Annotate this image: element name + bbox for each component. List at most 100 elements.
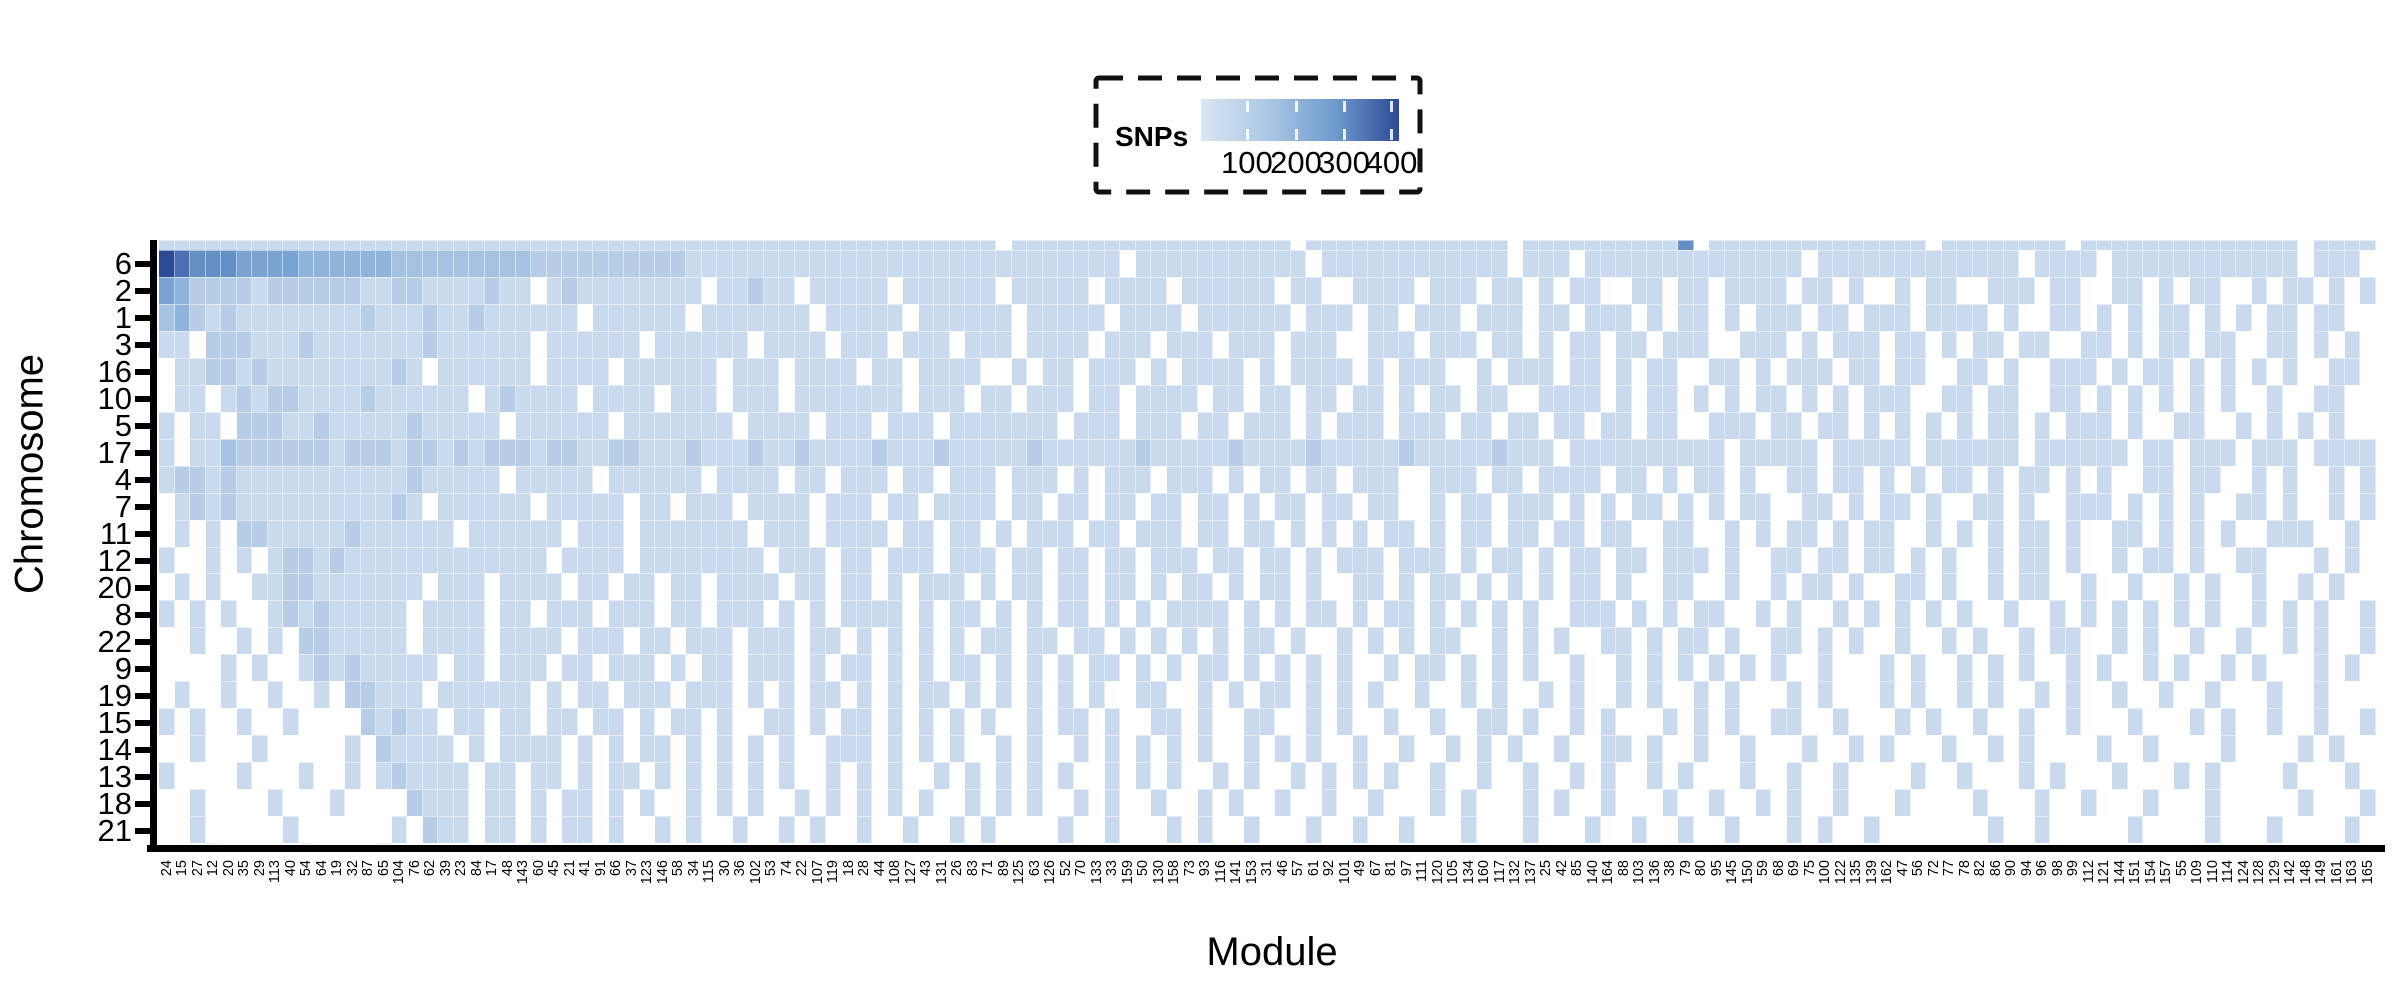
x-tick-label: 65 <box>375 860 392 877</box>
heatmap-cell <box>887 789 904 817</box>
heatmap-cell <box>1383 411 1400 439</box>
x-tick-label: 110 <box>2204 860 2221 884</box>
heatmap-cell <box>1569 762 1586 790</box>
heatmap-cell <box>996 708 1012 736</box>
heatmap-cell <box>701 816 718 843</box>
heatmap-cell <box>949 546 966 574</box>
heatmap-cell <box>376 240 392 250</box>
x-tick-label: 61 <box>1305 860 1322 877</box>
heatmap-cell <box>2158 762 2175 790</box>
heatmap-cell <box>2267 465 2283 493</box>
heatmap-cell <box>779 816 795 843</box>
heatmap-cell <box>1988 735 2004 763</box>
heatmap-cell <box>159 330 175 358</box>
heatmap-cell <box>2205 276 2221 304</box>
heatmap-cell <box>717 250 733 277</box>
heatmap-cell <box>655 600 671 628</box>
heatmap-cell <box>267 789 284 817</box>
heatmap-cell <box>624 492 640 520</box>
heatmap-cell <box>2158 438 2175 466</box>
heatmap-cell <box>1895 465 1911 493</box>
heatmap-cell <box>996 681 1012 709</box>
heatmap-cell <box>345 492 361 520</box>
legend-tick-label: 300 <box>1318 145 1370 180</box>
heatmap-cell <box>577 789 594 817</box>
heatmap-cell <box>1430 627 1446 655</box>
heatmap-cell <box>1709 654 1725 682</box>
heatmap-cell <box>608 276 625 304</box>
heatmap-cell <box>841 357 857 385</box>
heatmap-cell <box>314 654 330 682</box>
heatmap-cell <box>562 303 578 331</box>
heatmap-cell <box>1662 492 1679 520</box>
heatmap-cell <box>934 240 950 250</box>
heatmap-cell <box>1445 438 1462 466</box>
heatmap-cell <box>2050 492 2066 520</box>
heatmap-cell <box>314 708 330 736</box>
heatmap-cell <box>1569 627 1586 655</box>
y-tick-label: 17 <box>97 435 132 470</box>
heatmap-cell <box>515 816 532 843</box>
heatmap-cell <box>1414 330 1431 358</box>
heatmap-cell <box>841 627 857 655</box>
heatmap-cell <box>825 240 842 250</box>
heatmap-cell <box>159 816 175 843</box>
heatmap-cell <box>2003 357 2020 385</box>
heatmap-cell <box>1864 735 1880 763</box>
heatmap-cell <box>2050 627 2066 655</box>
heatmap-cell <box>1089 654 1105 682</box>
heatmap-cell <box>763 708 780 736</box>
heatmap-cell <box>1833 411 1849 439</box>
heatmap-cell <box>2065 330 2082 358</box>
heatmap-cell <box>159 654 175 682</box>
heatmap-cell <box>298 492 315 520</box>
heatmap-cell <box>2251 492 2268 520</box>
heatmap-cell <box>1383 465 1400 493</box>
heatmap-cell <box>2158 573 2175 601</box>
heatmap-cell <box>2127 438 2144 466</box>
heatmap-cell <box>1182 250 1198 277</box>
heatmap-cell <box>1864 303 1880 331</box>
heatmap-cell <box>2127 708 2144 736</box>
heatmap-cell <box>221 303 237 331</box>
x-tick-label: 60 <box>530 860 547 877</box>
heatmap-cell <box>763 492 780 520</box>
heatmap-cell <box>1926 492 1942 520</box>
heatmap-cell <box>980 519 997 547</box>
heatmap-cell <box>1538 250 1555 277</box>
heatmap-cell <box>1972 735 1989 763</box>
heatmap-cell <box>2096 303 2113 331</box>
heatmap-cell <box>1182 654 1198 682</box>
heatmap-cell <box>2096 816 2113 843</box>
heatmap-cell <box>949 276 966 304</box>
heatmap-cell <box>1414 789 1431 817</box>
heatmap-cell <box>283 276 299 304</box>
heatmap-cell <box>453 303 470 331</box>
heatmap-cell <box>2298 735 2314 763</box>
heatmap-cell <box>1011 816 1028 843</box>
heatmap-cell <box>1507 573 1524 601</box>
heatmap-cell <box>1926 519 1942 547</box>
heatmap-cell <box>1151 762 1167 790</box>
heatmap-cell <box>252 492 268 520</box>
heatmap-cell <box>1926 411 1942 439</box>
heatmap-cell <box>438 708 454 736</box>
heatmap-cell <box>996 384 1012 412</box>
heatmap-cell <box>1693 330 1710 358</box>
heatmap-cell <box>1693 600 1710 628</box>
legend-tick-mark <box>1390 129 1394 140</box>
heatmap-cell <box>2019 438 2035 466</box>
heatmap-cell <box>1166 492 1183 520</box>
heatmap-cell <box>2344 357 2361 385</box>
heatmap-cell <box>360 330 377 358</box>
heatmap-cell <box>593 411 609 439</box>
heatmap-cell <box>1182 240 1198 250</box>
heatmap-cell <box>825 411 842 439</box>
heatmap-cell <box>562 573 578 601</box>
heatmap-cell <box>2344 681 2361 709</box>
heatmap-cell <box>608 573 625 601</box>
heatmap-cell <box>1399 250 1415 277</box>
heatmap-cell <box>2158 411 2175 439</box>
heatmap-cell <box>2189 357 2206 385</box>
heatmap-cell <box>1073 708 1090 736</box>
